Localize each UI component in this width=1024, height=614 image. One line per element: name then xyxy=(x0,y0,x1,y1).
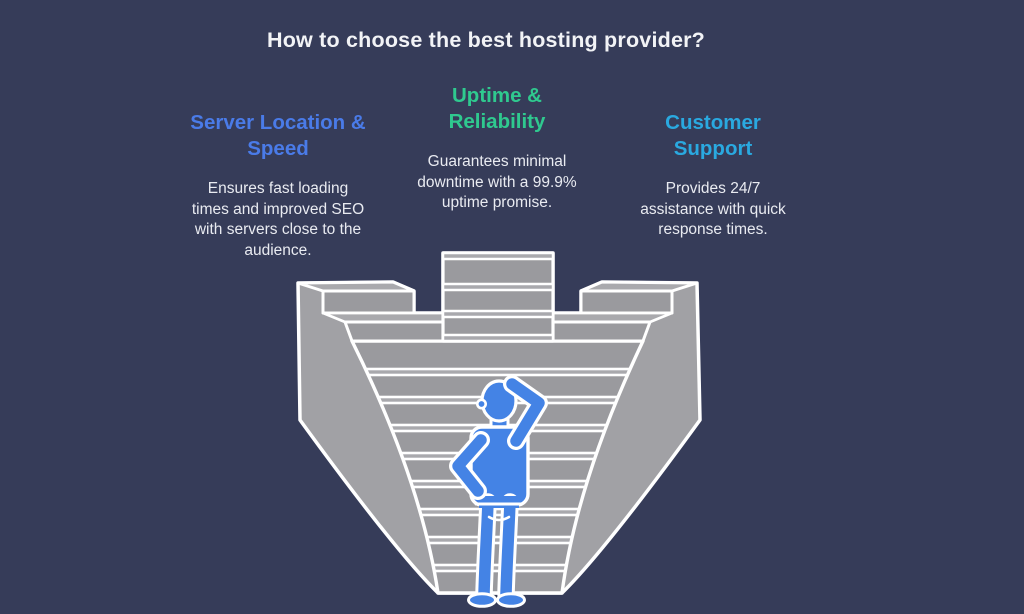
person-left-arm xyxy=(449,431,490,500)
factor-description-uptime: Guarantees minimal downtime with a 99.9%… xyxy=(417,153,577,211)
factor-description-server-location: Ensures fast loading times and improved … xyxy=(191,180,365,259)
center-tower-steps xyxy=(441,251,555,343)
factor-column-uptime: Uptime & Reliability Guarantees minimal … xyxy=(372,83,622,214)
page-title: How to choose the best hosting provider? xyxy=(266,28,706,52)
factor-heading-support: Customer Support xyxy=(665,111,761,160)
factor-column-support: Customer Support Provides 24/7 assistanc… xyxy=(593,110,833,241)
factor-heading-server-location: Server Location & Speed xyxy=(190,111,366,160)
factor-heading-uptime: Uptime & Reliability xyxy=(448,84,546,133)
person-right-shoe xyxy=(496,592,526,608)
person-left-shoe xyxy=(467,592,497,608)
person-pocket-line xyxy=(487,515,511,522)
person-figure xyxy=(449,375,548,608)
factor-column-server-location: Server Location & Speed Ensures fast loa… xyxy=(138,110,418,261)
person-right-arm xyxy=(503,375,548,450)
factor-description-support: Provides 24/7 assistance with quick resp… xyxy=(640,180,786,238)
person-ear xyxy=(475,398,487,410)
left-staircase-wing xyxy=(296,280,445,343)
